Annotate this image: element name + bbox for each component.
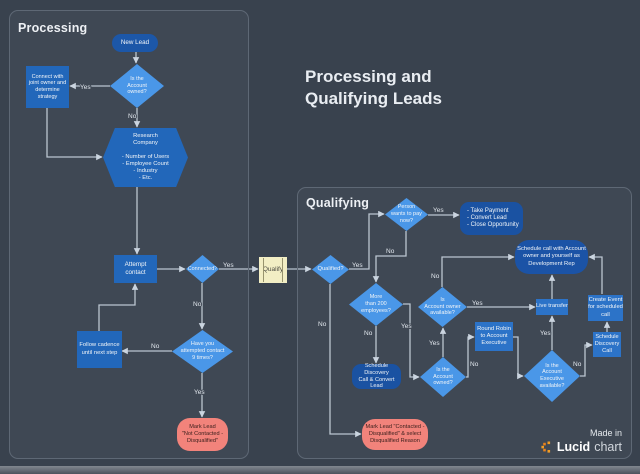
bottom-edge-bar xyxy=(0,466,640,474)
edge-label-200-yes: Yes xyxy=(401,323,412,330)
edge-label-connected-yes: Yes xyxy=(223,262,234,269)
edge-ownedq-roundrobin xyxy=(466,333,475,378)
node-take-payment: - Take Payment - Convert Lead - Close Op… xyxy=(460,202,523,235)
node-mark-lead-contacted: Mark Lead "Contacted - Disqualified" & s… xyxy=(362,419,428,450)
edge-aeavail-scheddisc xyxy=(580,341,593,377)
lucidchart-icon xyxy=(541,441,550,453)
edge-label-aeavail-no: No xyxy=(573,361,582,368)
brand-chart: chart xyxy=(594,440,622,454)
node-research-company: Research Company - Number of Users - Emp… xyxy=(103,128,188,187)
edge-label-200-no: No xyxy=(364,330,373,337)
edge-qualified-pay xyxy=(349,210,385,270)
edge-qualified-markc xyxy=(329,284,362,438)
node-create-event: Create Event for scheduled call xyxy=(588,295,623,321)
processing-panel xyxy=(9,10,249,459)
qualifying-panel xyxy=(297,187,632,459)
edge-cadence-attempt xyxy=(98,283,139,331)
diagram-title: Processing and Qualifying Leads xyxy=(305,67,442,109)
node-round-robin: Round Robin to Account Executive xyxy=(475,322,513,351)
edge-label-attempted-no: No xyxy=(151,343,160,350)
edge-label-pay-no: No xyxy=(386,248,395,255)
edge-label-aeavail-yes: Yes xyxy=(540,330,551,337)
edge-pay-200 xyxy=(372,231,407,283)
edge-label-qualified-yes: Yes xyxy=(352,262,363,269)
node-schedule-discovery-call: Schedule Discovery Call xyxy=(593,332,621,357)
edge-owneravail-schedcall xyxy=(441,253,515,287)
node-follow-cadence: Follow cadence until next step xyxy=(77,331,122,368)
edge-label-connected-no: No xyxy=(193,301,202,308)
node-qualify: Qualify xyxy=(259,257,287,283)
edge-connect-research xyxy=(46,108,103,161)
node-live-transfer: Live transfer xyxy=(536,299,568,315)
node-new-lead: New Lead xyxy=(112,34,158,52)
node-schedule-call-account-owner: Schedule call with Account owner and you… xyxy=(515,240,588,274)
edge-label-owned-no: No xyxy=(128,113,137,120)
made-in-label: Made in xyxy=(589,428,622,438)
brand-lucid: Lucid xyxy=(556,440,591,454)
node-attempt-contact: Attempt contact xyxy=(114,255,157,283)
edge-label-owneravail-no: No xyxy=(431,273,440,280)
node-connect-joint-owner: Connect with joint owner and determine s… xyxy=(26,66,69,108)
edge-label-pay-yes: Yes xyxy=(433,207,444,214)
edge-createevent-schedcall xyxy=(588,253,603,294)
edge-label-owneravail-yes: Yes xyxy=(472,300,483,307)
edge-label-attempted-yes: Yes xyxy=(194,389,205,396)
edge-label-owned-yes: Yes xyxy=(80,84,91,91)
edge-labels: Yes No Yes No No Yes Yes No Yes No No Ye… xyxy=(79,83,583,397)
edge-label-ownedq-no: No xyxy=(470,361,479,368)
edge-label-qualified-no: No xyxy=(318,321,327,328)
processing-panel-title: Processing xyxy=(18,21,88,35)
edge-200-ownedq xyxy=(403,303,420,381)
node-mark-lead-not-contacted: Mark Lead "Not Contacted - Disqualified" xyxy=(177,418,228,451)
edge-label-ownedq-yes: Yes xyxy=(429,340,440,347)
node-schedule-discovery-convert: Schedule Discovery Call & Convert Lead xyxy=(352,363,401,389)
qualifying-panel-title: Qualifying xyxy=(306,196,370,210)
edge-roundrobin-aeavail xyxy=(513,336,524,380)
